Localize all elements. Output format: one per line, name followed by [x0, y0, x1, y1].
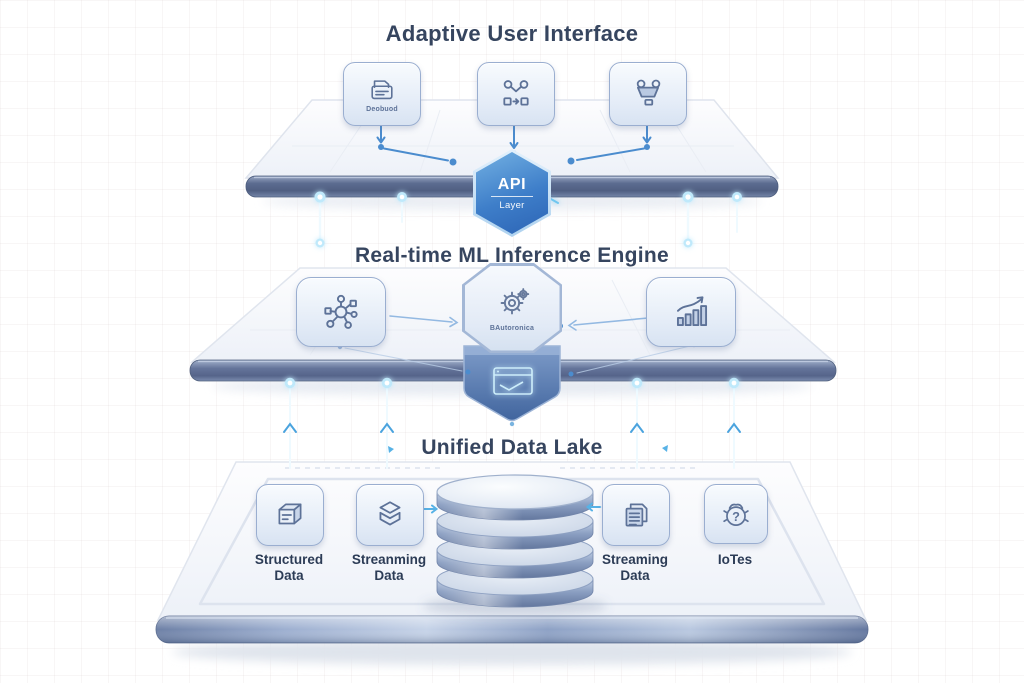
terminal-icon — [493, 367, 533, 395]
ui-tile-dashboard: Deobuod — [343, 62, 421, 126]
source-label: Structured Data — [254, 552, 324, 583]
api-badge-title: API — [490, 176, 534, 197]
ml-layer-title: Real-time ML Inference Engine — [354, 244, 670, 267]
gears-icon — [500, 288, 530, 315]
network-icon — [324, 294, 358, 329]
ml-tile-engine: BAutoronica — [462, 263, 562, 353]
ml-tile-engine-face: BAutoronica — [464, 265, 560, 351]
ml-tile-network — [296, 277, 386, 347]
ui-tile-cart — [609, 62, 687, 126]
data-layer-title: Unified Data Lake — [421, 436, 603, 459]
api-layer-badge: API Layer — [473, 149, 551, 237]
glow-connectors-top — [314, 191, 742, 248]
workflow-icon — [503, 80, 529, 106]
data-tile-iot: ? — [704, 484, 768, 544]
dashboard-caption: Deobuod — [366, 105, 398, 113]
source-label: IoTes — [717, 552, 753, 567]
dashboard-icon — [371, 79, 393, 99]
data-tile-streaming-right — [602, 484, 670, 546]
api-badge-subtitle: Layer — [499, 199, 525, 211]
api-layer-badge-face: API Layer — [476, 152, 548, 234]
source-label: Streaming Data — [601, 552, 669, 583]
cube-icon — [278, 503, 302, 525]
data-tile-streaming-left — [356, 484, 424, 546]
engine-caption: BAutoronica — [489, 325, 535, 332]
source-label: Streanming Data — [351, 552, 427, 583]
cart-icon — [636, 79, 661, 106]
documents-icon — [625, 503, 648, 527]
iot-question-glyph: ? — [732, 509, 740, 524]
model-store-shield — [463, 345, 561, 427]
database-icon — [423, 474, 607, 616]
bug-icon: ? — [723, 503, 749, 527]
chart-icon — [676, 296, 708, 327]
ml-tile-analytics — [646, 277, 736, 347]
layers-icon — [379, 501, 401, 526]
data-tile-structured — [256, 484, 324, 546]
glow-connectors-bottom — [283, 377, 741, 471]
ui-tile-workflow — [477, 62, 555, 126]
ui-layer-title: Adaptive User Interface — [385, 21, 639, 46]
api-convergence-arrows — [376, 125, 652, 166]
